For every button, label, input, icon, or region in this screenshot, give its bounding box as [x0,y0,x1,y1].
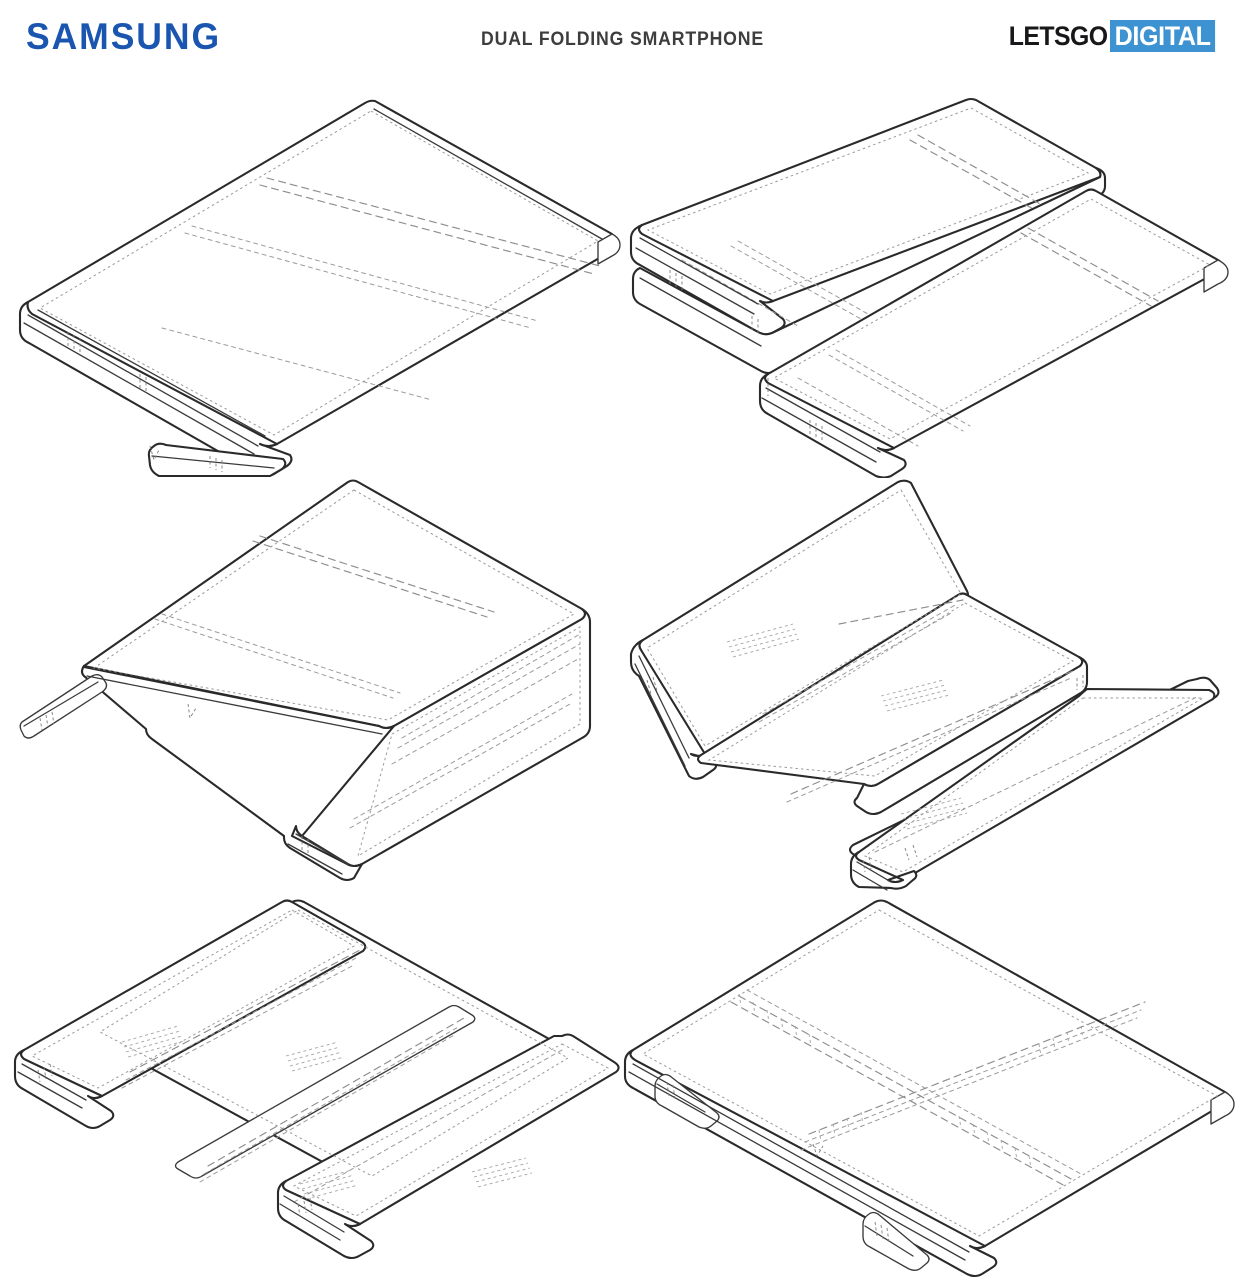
letsgodigital-digital-badge: DIGITAL [1109,20,1216,52]
figure-3-drawing [19,479,592,882]
figure-6-drawing [623,899,1235,1278]
sheet-header: SAMSUNG DUAL FOLDING SMARTPHONE LETSGO D… [0,0,1245,78]
letsgodigital-logo: LETSGO DIGITAL [1000,20,1223,52]
figure-laptop-posture [613,464,1245,894]
figure-2-drawing [629,97,1229,478]
figure-s-fold-partial [618,78,1245,478]
letsgodigital-letsgo-text: LETSGO [1009,21,1108,51]
page-title: DUAL FOLDING SMARTPHONE [480,29,764,50]
samsung-logo: SAMSUNG [26,16,221,57]
figure-5-drawing [13,899,620,1260]
figure-1-drawing [18,99,621,478]
figure-tent-fold [2,464,632,894]
patent-figure-grid [0,72,1245,1280]
figure-4-drawing [629,479,1220,891]
figure-fully-unfolded [613,884,1245,1280]
figure-flat-raised-ends [2,884,632,1280]
figure-folded-closed [2,78,632,478]
